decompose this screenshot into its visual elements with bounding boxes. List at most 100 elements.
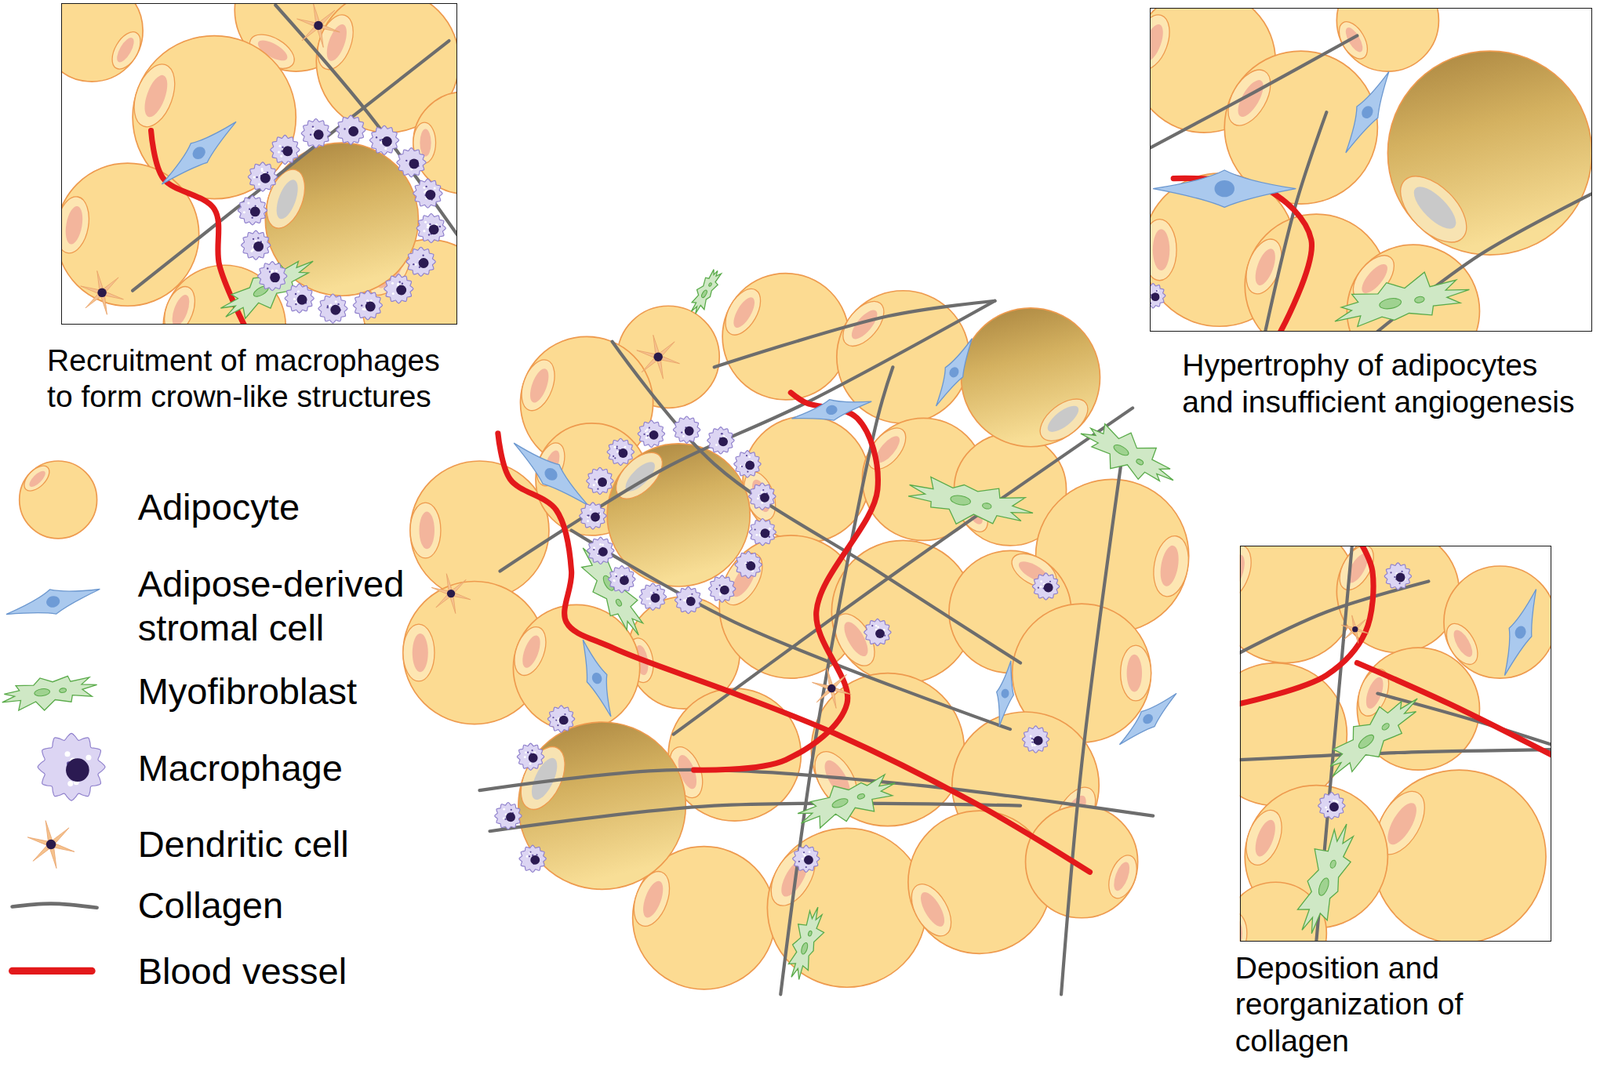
macrophage-part bbox=[1398, 582, 1400, 585]
myofibroblast-part bbox=[1072, 411, 1184, 499]
macrophage-part bbox=[258, 261, 288, 291]
stromal-cell-part bbox=[189, 144, 208, 162]
stromal-cell-part bbox=[1000, 688, 1011, 699]
macrophage-part bbox=[720, 585, 730, 596]
adipocyte-part bbox=[61, 194, 94, 257]
adipocyte-part bbox=[106, 27, 147, 74]
dendritic-cell-part bbox=[46, 840, 56, 850]
stromal-cell-part bbox=[1334, 65, 1400, 159]
macrophage-part bbox=[1384, 563, 1411, 590]
macrophage bbox=[587, 537, 615, 564]
macrophage-part bbox=[426, 225, 430, 229]
macrophage-part bbox=[405, 160, 408, 162]
macrophage-part bbox=[619, 575, 630, 586]
adipocyte-part bbox=[1250, 818, 1280, 860]
macrophage-part bbox=[746, 471, 749, 473]
macrophage-part bbox=[253, 241, 264, 252]
stromal-cell-part bbox=[541, 465, 560, 484]
macrophage-part bbox=[505, 812, 516, 822]
macrophage bbox=[547, 705, 575, 733]
macrophage-part bbox=[1318, 792, 1346, 820]
macrophage-part bbox=[293, 298, 296, 301]
myofibroblast-part bbox=[614, 598, 623, 608]
dendritic-cell bbox=[431, 574, 471, 615]
macrophage-part bbox=[614, 573, 617, 576]
hypertrophic-adipocyte bbox=[961, 308, 1101, 450]
macrophage bbox=[258, 261, 288, 291]
macrophage bbox=[369, 125, 399, 155]
macrophage-part bbox=[612, 579, 615, 582]
stromal-cell-part bbox=[1359, 104, 1375, 121]
macrophage-part bbox=[251, 248, 255, 251]
macrophage-part bbox=[348, 126, 359, 137]
macrophage-part bbox=[330, 305, 341, 316]
stromal-cell-part bbox=[44, 594, 61, 609]
adipocyte-part bbox=[410, 461, 550, 600]
macrophage-part bbox=[1031, 745, 1034, 748]
macrophage-part bbox=[760, 493, 770, 503]
macrophage-part bbox=[384, 274, 414, 304]
myofibroblast-part bbox=[1381, 722, 1391, 732]
stromal-cell bbox=[927, 334, 981, 411]
macrophage-part bbox=[519, 845, 546, 873]
macrophage-part bbox=[745, 454, 748, 457]
macrophage-part bbox=[381, 136, 393, 147]
adipocyte-part bbox=[419, 512, 435, 550]
macrophage bbox=[792, 845, 820, 873]
macrophage-part bbox=[258, 182, 261, 186]
adipocyte-part bbox=[1232, 76, 1269, 120]
hypertrophic-adipocyte-part bbox=[1387, 50, 1592, 255]
stromal-cell bbox=[1112, 686, 1183, 753]
macrophage-part bbox=[734, 551, 762, 579]
macrophage bbox=[734, 551, 762, 579]
macrophage-part bbox=[401, 282, 404, 284]
legend-label: Dendritic cell bbox=[138, 822, 476, 866]
adipocyte-part bbox=[403, 624, 435, 682]
macrophage-part bbox=[529, 851, 531, 854]
macrophage-part bbox=[528, 851, 531, 855]
macrophage-part bbox=[526, 855, 529, 859]
macrophage-part bbox=[309, 134, 312, 136]
macrophage-part bbox=[1033, 736, 1044, 746]
macrophage-part bbox=[648, 427, 651, 430]
macrophage-part bbox=[425, 189, 436, 200]
stromal-cell-part bbox=[1214, 180, 1235, 197]
macrophage-part bbox=[1029, 735, 1033, 739]
macrophage-part bbox=[616, 447, 619, 450]
adipocyte-part bbox=[1149, 10, 1176, 75]
adipocyte-part bbox=[729, 294, 759, 331]
adipocyte-part bbox=[1342, 25, 1367, 55]
macrophage-part bbox=[686, 596, 696, 607]
macrophage-part bbox=[1043, 583, 1054, 593]
macrophage-part bbox=[649, 430, 659, 440]
adipocyte bbox=[19, 461, 98, 539]
macrophage-part bbox=[429, 223, 431, 226]
macrophage-part bbox=[652, 592, 655, 594]
macrophage-part bbox=[422, 229, 426, 233]
macrophage-part bbox=[65, 758, 90, 782]
adipocyte-part bbox=[113, 35, 138, 66]
macrophage bbox=[352, 290, 382, 320]
macrophage-part bbox=[1037, 587, 1040, 590]
macrophage-part bbox=[527, 752, 529, 754]
macrophage-part bbox=[301, 118, 331, 148]
macrophage-part bbox=[418, 258, 430, 269]
dendritic-cell-part bbox=[447, 589, 455, 598]
myofibroblast-part bbox=[800, 941, 809, 956]
myofibroblast-part bbox=[1414, 295, 1426, 304]
macrophage-part bbox=[805, 866, 808, 869]
adipocyte-part bbox=[1120, 645, 1152, 702]
adipocyte-part bbox=[1219, 62, 1280, 133]
macrophage-part bbox=[270, 134, 300, 164]
inset-frame: Recruitment of macrophages to form crown… bbox=[61, 3, 458, 325]
macrophage-part bbox=[596, 553, 600, 557]
adipocyte bbox=[762, 828, 928, 988]
stromal-cell bbox=[3, 577, 104, 627]
macrophage-part bbox=[721, 432, 724, 435]
macrophage-part bbox=[269, 272, 280, 283]
macrophage-part bbox=[587, 515, 590, 517]
myofibroblast-part bbox=[33, 687, 51, 698]
adipocyte-part bbox=[1381, 799, 1422, 850]
blood-vessel-part bbox=[1356, 663, 1551, 756]
macrophage-part bbox=[1327, 810, 1329, 813]
